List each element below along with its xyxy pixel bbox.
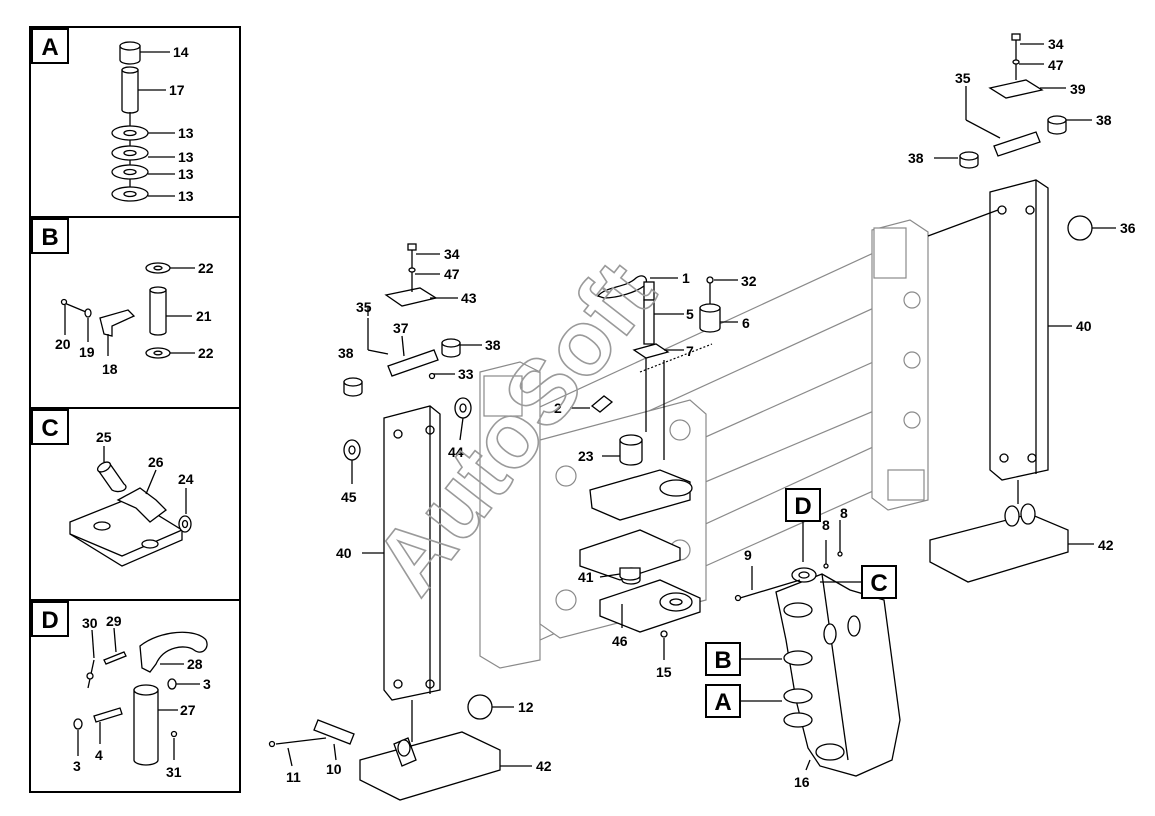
label-13-a: 13: [178, 125, 194, 141]
label-9: 9: [744, 547, 752, 563]
label-6: 6: [742, 315, 750, 331]
label-34-left: 34: [444, 246, 460, 262]
label-27: 27: [180, 702, 196, 718]
panel-a-letter: A: [41, 34, 58, 61]
callout-d: D: [794, 493, 811, 520]
label-36: 36: [1120, 220, 1136, 236]
label-35-right: 35: [955, 70, 971, 86]
label-23: 23: [578, 448, 594, 464]
detail-callouts: D C B A: [705, 488, 897, 718]
front-bracket: 8 8 9 16: [734, 505, 901, 790]
left-leg: 34 47 43 35 37 38 38 33 44 45 40 12 11 1…: [268, 243, 552, 801]
label-11: 11: [286, 769, 301, 785]
label-20: 20: [55, 336, 71, 352]
label-29: 29: [106, 613, 122, 629]
label-41: 41: [578, 569, 594, 585]
label-25: 25: [96, 429, 112, 445]
label-46: 46: [612, 633, 628, 649]
label-12: 12: [518, 699, 534, 715]
label-13-c: 13: [178, 166, 194, 182]
callout-a: A: [714, 689, 731, 716]
label-47-left: 47: [444, 266, 460, 282]
label-40-left: 40: [336, 545, 352, 561]
panel-d-letter: D: [41, 607, 58, 634]
label-42-right: 42: [1098, 537, 1114, 553]
label-34-right: 34: [1048, 36, 1064, 52]
label-21: 21: [196, 308, 212, 324]
label-8-b: 8: [840, 505, 848, 521]
label-47-right: 47: [1048, 57, 1064, 73]
panel-b: B 22 21 22 20 19 18: [31, 218, 214, 377]
label-2: 2: [554, 400, 562, 416]
label-10: 10: [326, 761, 342, 777]
label-33: 33: [458, 366, 474, 382]
label-16: 16: [794, 774, 810, 790]
callout-b: B: [714, 647, 731, 674]
label-3-right: 3: [203, 676, 211, 692]
label-39: 39: [1070, 81, 1086, 97]
label-26: 26: [148, 454, 164, 470]
label-31: 31: [166, 764, 182, 780]
label-40-right: 40: [1076, 318, 1092, 334]
label-1: 1: [682, 270, 690, 286]
label-38-right-a: 38: [1096, 112, 1112, 128]
detail-panels: A 14 17 13 13 13 13: [29, 26, 241, 793]
center-parts: 1 32 5 6 7 2 23 41 46 15: [554, 270, 757, 680]
panel-c: C 25 26 24: [31, 409, 194, 567]
panel-c-letter: C: [41, 415, 58, 442]
label-32: 32: [741, 273, 757, 289]
label-44: 44: [448, 444, 464, 460]
label-42-left: 42: [536, 758, 552, 774]
label-45: 45: [341, 489, 357, 505]
panel-a: A 14 17 13 13 13 13: [31, 28, 194, 204]
label-4: 4: [95, 747, 103, 763]
label-38-left-b: 38: [485, 337, 501, 353]
label-38-right-b: 38: [908, 150, 924, 166]
label-30: 30: [82, 615, 98, 631]
label-24: 24: [178, 471, 194, 487]
label-28: 28: [187, 656, 203, 672]
label-8-a: 8: [822, 517, 830, 533]
label-37: 37: [393, 320, 409, 336]
label-35-left: 35: [356, 299, 372, 315]
label-43: 43: [461, 290, 477, 306]
panel-d: D 30 29 28: [31, 601, 211, 780]
callout-c: C: [870, 570, 887, 597]
label-17: 17: [169, 82, 185, 98]
label-15: 15: [656, 664, 672, 680]
label-13-b: 13: [178, 149, 194, 165]
label-38-left-a: 38: [338, 345, 354, 361]
label-19: 19: [79, 344, 95, 360]
label-22-bottom: 22: [198, 345, 214, 361]
right-leg: 34 47 35 39 38 38 36 40 42: [908, 33, 1136, 583]
label-14: 14: [173, 44, 189, 60]
label-13-d: 13: [178, 188, 194, 204]
label-22-top: 22: [198, 260, 214, 276]
label-5: 5: [686, 306, 694, 322]
label-7: 7: [686, 343, 694, 359]
label-3-left: 3: [73, 758, 81, 774]
panel-b-letter: B: [41, 224, 58, 251]
label-18: 18: [102, 361, 118, 377]
